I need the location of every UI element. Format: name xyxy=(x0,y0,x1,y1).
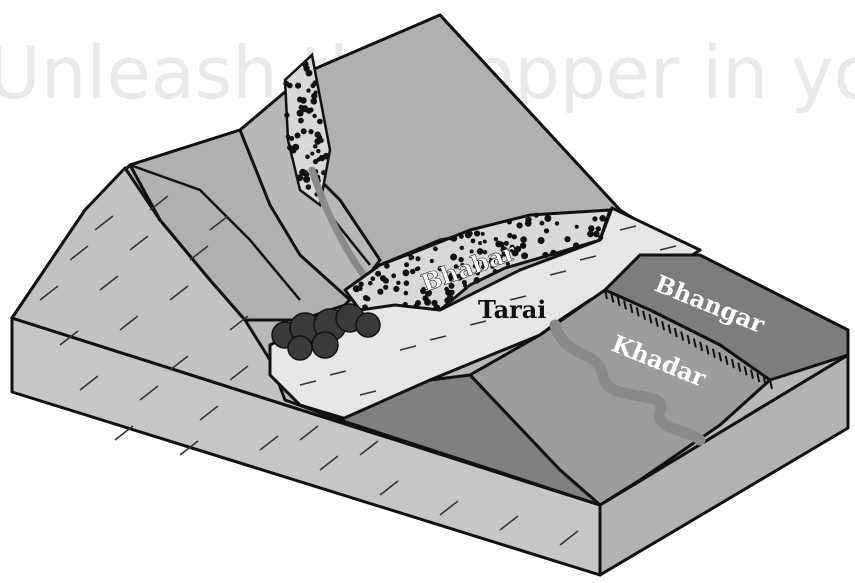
label-tarai: Tarai xyxy=(478,295,546,324)
